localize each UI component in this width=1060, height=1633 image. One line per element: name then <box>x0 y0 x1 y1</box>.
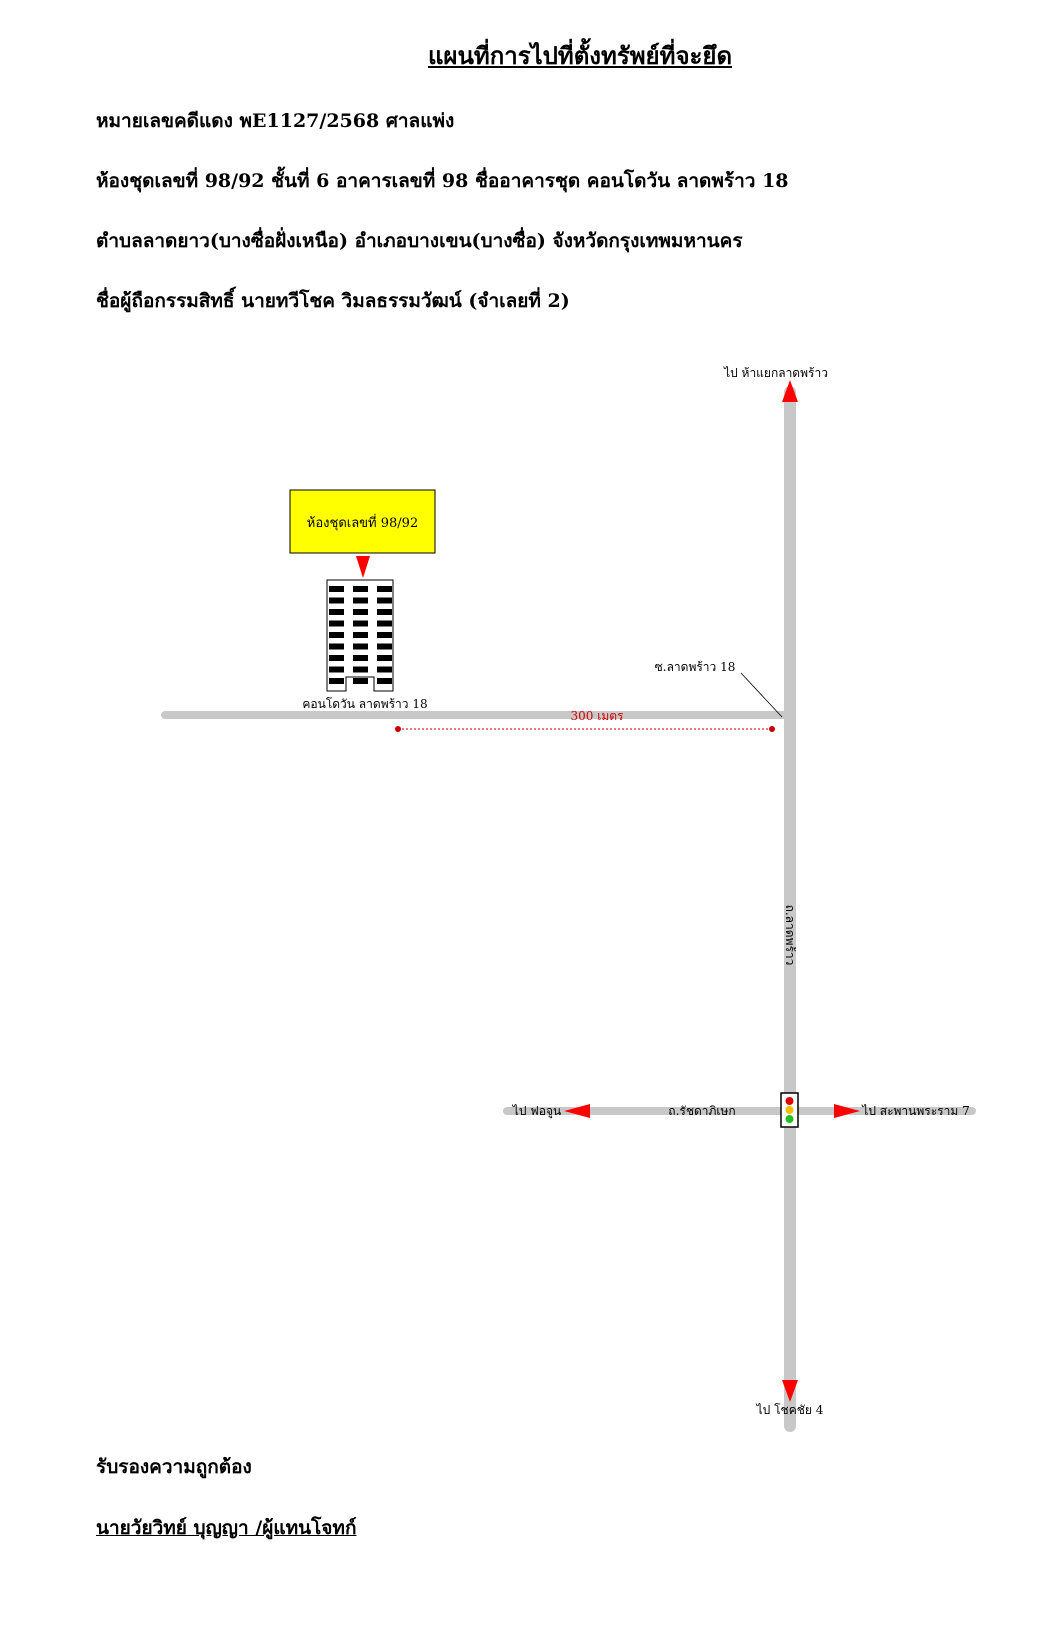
owner-name: ชื่อผู้ถือกรรมสิทธิ์ นายทวีโชค วิมลธรรมว… <box>96 290 570 312</box>
location-description: ตำบลลาดยาว(บางซื่อฝั่งเหนือ) อำเภอบางเขน… <box>96 230 743 252</box>
arrow-south-icon <box>782 1380 798 1402</box>
building-window <box>377 678 392 684</box>
arrow-north-icon <box>782 380 798 402</box>
condo-building-icon <box>326 579 394 692</box>
building-window <box>377 609 392 615</box>
building-window <box>329 597 344 604</box>
building-window <box>377 632 392 638</box>
building-window <box>353 655 368 661</box>
building-window <box>329 643 344 650</box>
building-window <box>377 666 392 673</box>
arrow-west-icon <box>564 1104 590 1118</box>
building-window <box>353 678 368 684</box>
callout-label: ห้องชุดเลขที่ 98/92 <box>307 514 418 531</box>
traffic-light-icon <box>780 1092 799 1128</box>
map-title: แผนที่การไปที่ตั้งทรัพย์ที่จะยึด <box>427 41 733 70</box>
building-window <box>353 597 368 604</box>
building-window <box>377 586 392 592</box>
distance-start-marker <box>395 726 401 732</box>
building-window <box>353 666 368 673</box>
building-window <box>377 597 392 604</box>
case-number: หมายเลขคดีแดง พE1127/2568 ศาลแพ่ง <box>96 110 455 132</box>
west-direction-label: ไป ฟอจูน <box>512 1104 561 1119</box>
cross-road-label: ถ.รัชดาภิเษก <box>668 1104 735 1118</box>
arrow-east-icon <box>834 1104 860 1118</box>
east-direction-label: ไป สะพานพระราม 7 <box>861 1104 969 1118</box>
unit-callout: ห้องชุดเลขที่ 98/92 <box>289 489 436 578</box>
building-window <box>329 586 344 592</box>
north-direction-label: ไป ห้าแยกลาดพร้าว <box>723 366 828 380</box>
building-label: คอนโดวัน ลาดพร้าว 18 <box>302 697 427 711</box>
building-window <box>329 678 344 684</box>
building-window <box>353 620 368 627</box>
unit-description: ห้องชุดเลขที่ 98/92 ชั้นที่ 6 อาคารเลขที… <box>96 170 789 192</box>
building-window <box>329 655 344 661</box>
soi-label: ซ.ลาดพร้าว 18 <box>655 660 736 674</box>
soi-leader-line <box>740 672 783 718</box>
distance-label: 300 เมตร <box>571 709 625 723</box>
building-window <box>353 609 368 615</box>
building-window <box>329 620 344 627</box>
building-window <box>329 609 344 615</box>
building-window <box>329 666 344 673</box>
signer-name: นายวัยวิทย์ บุญญา /ผู้แทนโจทก์ <box>96 1517 357 1539</box>
south-direction-label: ไป โชคชัย 4 <box>756 1403 824 1417</box>
building-window <box>353 586 368 592</box>
building-window <box>329 632 344 638</box>
certification-text: รับรองความถูกต้อง <box>96 1456 252 1478</box>
distance-end-marker <box>769 726 775 732</box>
building-window <box>377 643 392 650</box>
building-window <box>353 643 368 650</box>
building-window <box>377 655 392 661</box>
building-window <box>377 620 392 627</box>
building-window <box>353 632 368 638</box>
main-road-label: ถ.ลาดพร้าว <box>783 905 797 966</box>
